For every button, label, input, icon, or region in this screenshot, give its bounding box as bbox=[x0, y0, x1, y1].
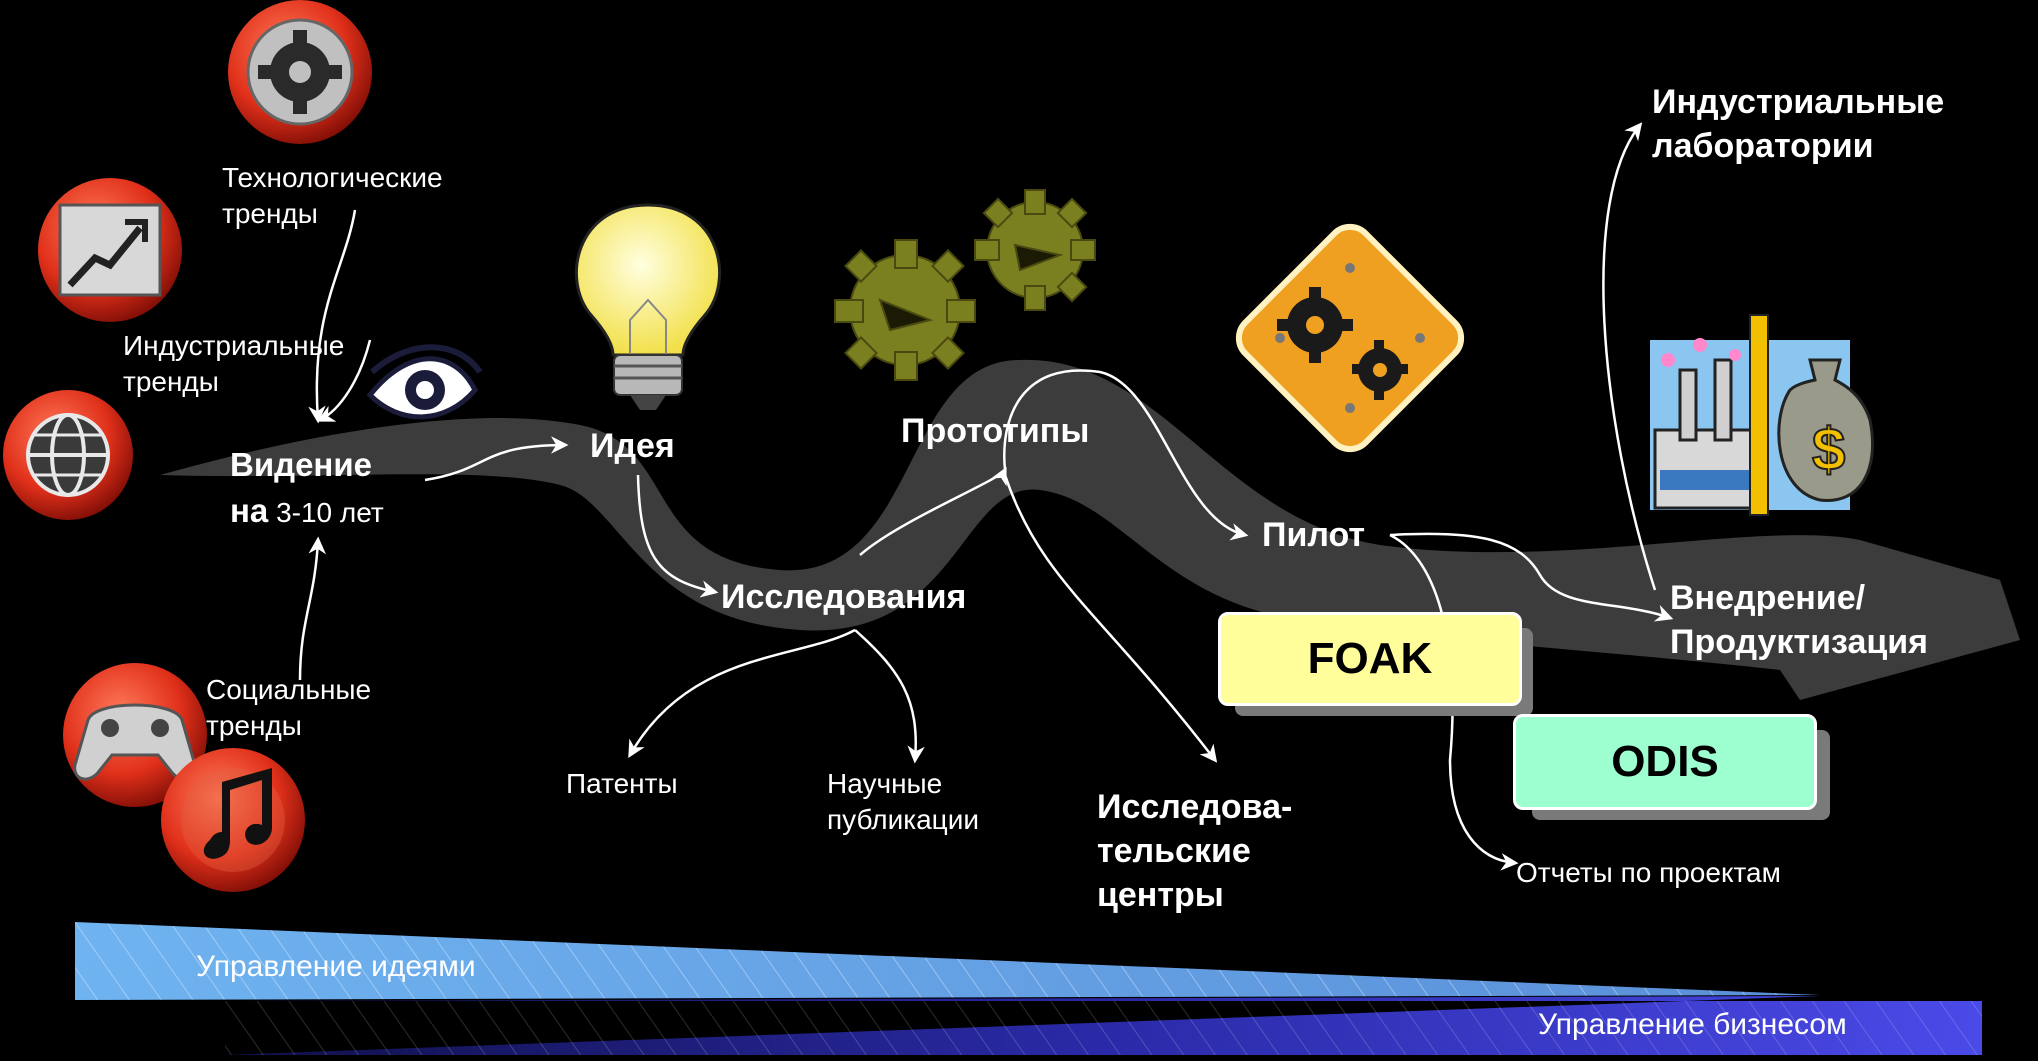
chart-icon bbox=[38, 178, 182, 322]
vision-label: Видение на 3-10 лет bbox=[230, 442, 384, 534]
odis-label: ODIS bbox=[1611, 737, 1719, 786]
deployment-label: Внедрение/ Продуктизация bbox=[1670, 579, 1929, 662]
odis-box: ODIS bbox=[1513, 714, 1817, 810]
eye-icon bbox=[366, 344, 483, 420]
vision-title: Видение bbox=[230, 446, 372, 483]
globe-icon bbox=[3, 390, 133, 520]
gear-icon bbox=[228, 0, 372, 144]
svg-text:$: $ bbox=[1812, 416, 1845, 483]
social-trends-label: Социальные тренды bbox=[206, 674, 372, 741]
business-management-label: Управление бизнесом bbox=[1538, 1008, 1847, 1041]
tech-trends-label: Технологические тренды bbox=[222, 162, 443, 229]
research-label: Исследования bbox=[721, 578, 967, 616]
idea-label: Идея bbox=[590, 427, 675, 465]
patents-label: Патенты bbox=[566, 768, 678, 799]
gamepad-icon bbox=[63, 663, 207, 807]
industrial-labs-label: Индустриальные лаборатории bbox=[1652, 83, 1945, 166]
project-reports-label: Отчеты по проектам bbox=[1516, 857, 1781, 888]
foak-box: FOAK bbox=[1218, 612, 1522, 706]
idea-management-label: Управление идеями bbox=[196, 950, 476, 983]
foak-label: FOAK bbox=[1307, 634, 1433, 683]
prototypes-label: Прототипы bbox=[901, 412, 1090, 450]
research-centers-label: Исследова- тельские центры bbox=[1097, 788, 1293, 915]
vision-years: 3-10 лет bbox=[268, 497, 384, 529]
factory-money-icon: $ bbox=[1650, 314, 1875, 516]
gears-icon bbox=[834, 189, 1096, 381]
music-note-icon bbox=[161, 748, 305, 892]
flow-connectors bbox=[298, 122, 1674, 871]
pilot-label: Пилот bbox=[1262, 516, 1366, 554]
road-ribbon bbox=[160, 359, 2020, 700]
lightbulb-icon bbox=[575, 203, 721, 410]
industry-trends-label: Индустриальные тренды bbox=[123, 330, 345, 397]
publications-label: Научные публикации bbox=[827, 768, 979, 835]
warning-gears-icon bbox=[1235, 223, 1465, 453]
vision-on: на bbox=[230, 492, 269, 530]
